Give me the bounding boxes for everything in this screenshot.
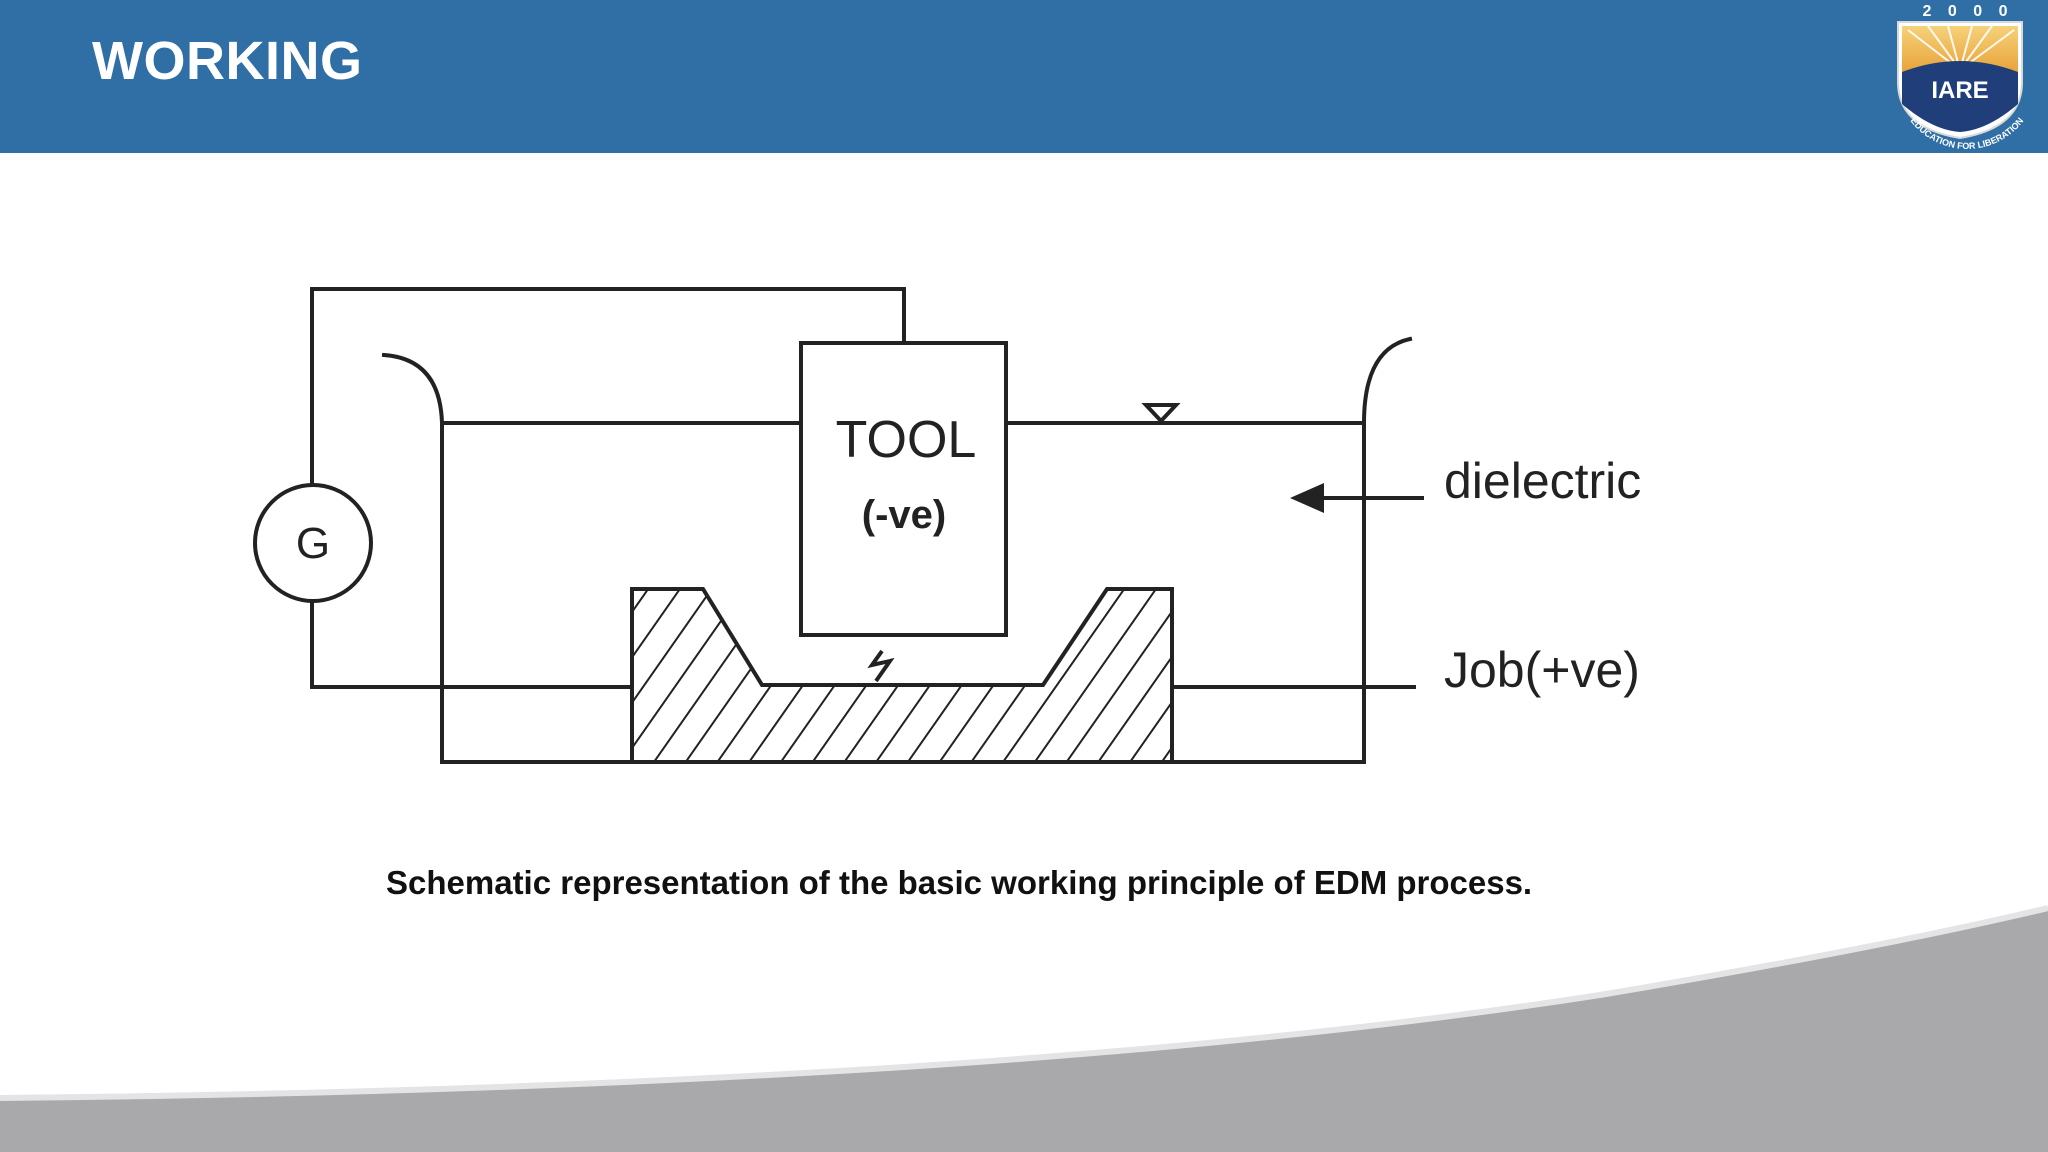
water-level-marker-icon bbox=[1141, 403, 1181, 424]
job-workpiece bbox=[630, 587, 1174, 764]
iare-logo: 2 0 0 0 IARE EDUCATION FOR LIBERATION bbox=[1897, 3, 2025, 150]
generator-label: G bbox=[296, 519, 330, 568]
tool-electrode bbox=[799, 341, 1008, 637]
logo-name: IARE bbox=[1931, 77, 1988, 104]
tank-left-lip bbox=[381, 352, 445, 426]
tool-polarity-label: (-ve) bbox=[862, 493, 946, 537]
edm-schematic: TOOL (-ve) G dielectric Job(+ve) bbox=[253, 287, 1641, 764]
spark-icon bbox=[867, 649, 895, 683]
footer-swoosh bbox=[0, 905, 2048, 1152]
generator-symbol bbox=[253, 483, 373, 603]
dielectric-arrow-icon bbox=[1290, 483, 1324, 513]
logo-year: 2 0 0 0 bbox=[1923, 3, 2014, 20]
dielectric-label: dielectric bbox=[1444, 453, 1641, 509]
diagram-caption: Schematic representation of the basic wo… bbox=[386, 864, 1533, 901]
tank-right-lip bbox=[1361, 336, 1413, 426]
wire-to-tool bbox=[310, 287, 906, 545]
tool-label: TOOL bbox=[836, 411, 977, 469]
job-label: Job(+ve) bbox=[1444, 642, 1640, 698]
slide-title: WORKING bbox=[92, 31, 363, 91]
wire-to-job bbox=[310, 601, 634, 689]
header-bar: WORKING 2 0 0 0 IARE EDUCATION FOR LIBER… bbox=[0, 0, 2048, 153]
